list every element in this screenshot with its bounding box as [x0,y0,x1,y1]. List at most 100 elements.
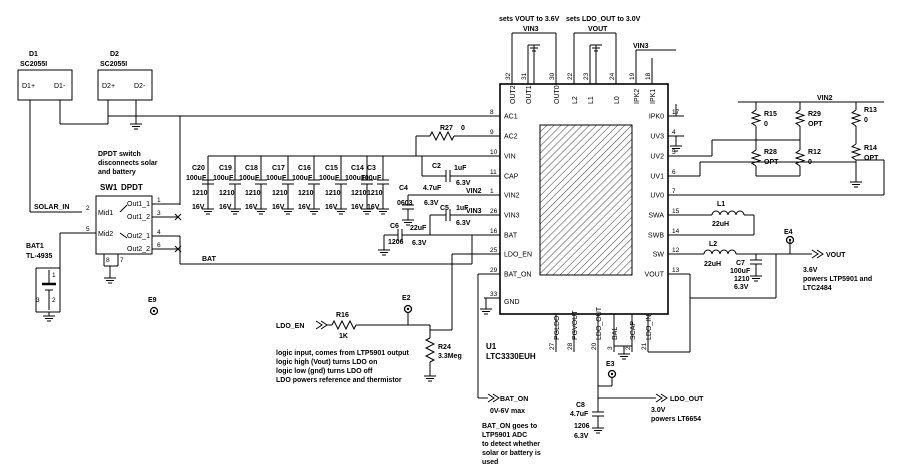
bottom-wiring [592,298,691,424]
bat-on-net-label: BAT_ON [500,396,528,403]
vout-note-2: powers LTP5901 and [803,276,872,283]
svg-text:100uF: 100uF [292,175,313,182]
vout-note-3: LTC2484 [803,285,832,292]
svg-text:100uF: 100uF [319,175,340,182]
c5-voltage: 6.3V [456,220,471,227]
vout-config [511,32,557,84]
c5-ref: C5 [440,205,449,212]
sw1-note-1: DPDT switch [98,151,141,158]
u1-pin-num: 15 [672,208,680,215]
r27-ref: R27 [440,125,453,132]
u1-pin-name: VOUT [645,272,665,279]
svg-text:100uF: 100uF [186,175,207,182]
e3-testpoint[interactable] [607,369,617,379]
u1-pin-name: LDO_IN [646,315,653,340]
logic-note-4: LDO powers reference and thermistor [276,377,402,384]
ldo-en-wire [315,313,452,372]
d2-pin-plus: D2+ [102,83,115,90]
vin3-ipk-label: VIN3 [633,43,649,50]
vin2-net-label: VIN2 [466,188,482,195]
sw1-p8: 8 [106,257,110,264]
c7-val: 100uF [730,268,751,275]
u1-pin-name: LDO_EN [504,252,532,259]
e9-testpoint[interactable] [149,306,159,316]
u1-pin-name: BAT [504,233,518,240]
svg-text:C19: C19 [219,165,232,172]
u1-pin-name: AC1 [504,114,518,121]
bat1-pin2: 2 [52,297,56,304]
u1-pin-name: CAP [504,174,519,181]
u1-pin-num: 32 [505,72,512,80]
c8-ref: C8 [576,402,585,409]
u1-exposed-pad [539,124,633,276]
svg-text:16V: 16V [351,204,364,211]
u1-pin-name: SW [653,252,665,259]
logic-note-3: logic low (gnd) turns LDO off [276,368,373,375]
resistor [750,109,762,127]
sw1-p6: 6 [157,242,161,249]
svg-text:1210: 1210 [298,190,314,197]
sw1-note-3: and battery [98,169,136,176]
c5-val: 1uF [456,205,469,212]
ipk-wires [635,49,676,84]
bat1-pin3: 3 [36,297,40,304]
u1-pin-name: GND [504,299,520,306]
u1-pin-name: OUT0 [554,85,561,104]
sw1-p7: 7 [120,257,124,264]
l1-symbol [668,210,755,236]
d1-pin-minus: D1- [54,83,66,90]
vout-arrow [811,249,824,259]
resistor [850,109,862,127]
svg-text:16V: 16V [367,204,380,211]
c2-val: 1uF [454,165,467,172]
u1-pin-name: VIN2 [504,193,520,200]
d1-pin-plus: D1+ [22,83,35,90]
svg-text:16V: 16V [245,204,258,211]
l1-ref: L1 [717,201,725,208]
r29-val: OPT [808,121,823,128]
bat-on-arrow [478,393,500,403]
svg-text:16V: 16V [325,204,338,211]
cap-bank: C20100uF121016VC19100uF121016VC18100uF12… [186,156,390,215]
svg-text:C18: C18 [245,165,258,172]
solar-in-label: SOLAR_IN [34,204,69,211]
c6-pkg: 1206 [388,239,404,246]
sw1-note-2: disconnects solar [98,160,158,167]
c4-ref: C4 [399,185,408,192]
c8-pkg: 1206 [574,423,590,430]
u1-pin-name: SCAP [630,321,637,340]
sw1-out1-1: Out1_1 [127,201,150,208]
u1-pin-num: 26 [490,208,498,215]
svg-text:C20: C20 [192,165,205,172]
r16-ref: R16 [336,312,349,319]
e4-label: E4 [784,229,793,236]
u1-pin-num: 3 [607,346,614,350]
l1-val: 22uH [712,221,729,228]
e4-testpoint[interactable] [785,235,795,245]
u1-pin-num: 30 [549,72,556,80]
u1-pin-name: UV0 [650,193,664,200]
u1-pin-name: BAL [612,327,619,340]
e2-testpoint[interactable] [403,304,413,314]
vout-top-label: VOUT [588,26,608,33]
u1-pin-name: OUT1 [526,85,533,104]
bat-wire [451,235,496,398]
sw1-out2-2: Out2_2 [127,246,150,253]
bat-on-note-2: LTP5901 ADC [482,432,527,439]
u1-pin-num: 9 [490,129,494,136]
u1-pin-num: 7 [672,188,676,195]
c6-voltage: 6.3V [412,240,427,247]
c8-val: 4.7uF [570,411,589,418]
r28-val: OPT [764,159,779,166]
uv-resistors [750,109,862,167]
ldo-note-2: powers LT6654 [651,416,701,423]
r16-val: 1K [339,333,348,340]
vout-note-1: 3.6V [803,267,818,274]
r24-val: 3.3Meg [438,353,462,360]
u1-pin-num: 24 [609,72,616,80]
u1-pin-num: 13 [672,267,680,274]
